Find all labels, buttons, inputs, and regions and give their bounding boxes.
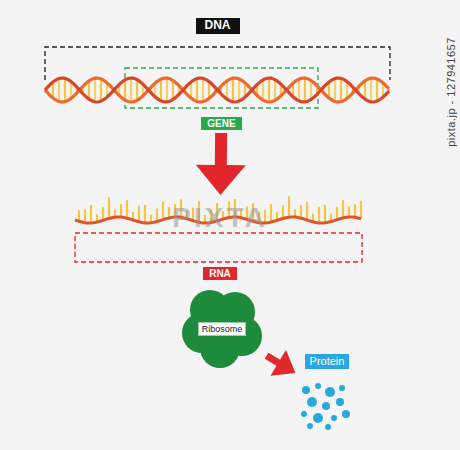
- dna-helix: [45, 78, 389, 102]
- watermark: PIXTA: [172, 202, 267, 234]
- base: [324, 205, 326, 223]
- base: [270, 204, 272, 222]
- base: [84, 210, 86, 223]
- base: [156, 209, 158, 222]
- node-label: DNA: [196, 18, 240, 34]
- process-arrow: [265, 350, 296, 376]
- protein-molecule: [315, 383, 321, 389]
- base-pair: [232, 78, 234, 102]
- base-pair: [262, 80, 264, 100]
- protein-molecule: [325, 424, 331, 430]
- base: [282, 205, 284, 218]
- base-pair: [58, 79, 60, 102]
- base-pair: [370, 78, 372, 102]
- base: [120, 204, 122, 217]
- base-pair: [376, 79, 378, 101]
- base: [318, 207, 320, 223]
- base-pair: [268, 78, 270, 102]
- ribosome: Ribosome: [180, 288, 264, 370]
- base-pair: [94, 78, 96, 102]
- base: [288, 196, 290, 217]
- base: [144, 205, 146, 223]
- base-pair: [304, 78, 306, 102]
- protein-molecule: [313, 413, 323, 423]
- protein-molecule: [339, 385, 345, 391]
- protein-molecule: [331, 415, 337, 421]
- protein: Protein: [298, 354, 356, 430]
- base-pair: [310, 81, 312, 100]
- base: [102, 207, 104, 220]
- ribosome-lobe: [197, 303, 247, 353]
- protein-molecule: [307, 423, 313, 429]
- base: [306, 202, 308, 220]
- dna-strand: [45, 78, 389, 102]
- base-pair: [64, 78, 66, 101]
- base-pair: [166, 78, 168, 102]
- base-pair: [136, 80, 138, 101]
- node-label: Protein: [305, 354, 350, 369]
- base-pair: [340, 78, 342, 101]
- base-pair: [124, 80, 126, 100]
- base-pair: [274, 80, 276, 101]
- base: [336, 207, 338, 220]
- dna-bracket: [45, 47, 390, 80]
- base-pair: [202, 78, 204, 101]
- base: [108, 197, 110, 218]
- protein-molecule: [342, 410, 350, 418]
- node-label: RNA: [203, 267, 237, 281]
- base: [300, 205, 302, 218]
- base: [342, 200, 344, 218]
- base: [354, 204, 356, 217]
- protein-molecule: [302, 386, 310, 394]
- protein-molecule: [301, 411, 307, 417]
- process-arrow: [196, 133, 246, 195]
- base-pair: [364, 81, 366, 99]
- rna-bracket: [75, 233, 362, 262]
- base: [126, 200, 128, 218]
- base: [138, 206, 140, 222]
- base-pair: [334, 79, 336, 102]
- node-label: GENE: [201, 117, 241, 131]
- base-pair: [88, 81, 90, 99]
- base: [90, 205, 92, 223]
- base-pair: [226, 81, 228, 99]
- gene-region: GENE: [125, 68, 318, 130]
- base: [348, 206, 350, 217]
- base-pair: [238, 79, 240, 101]
- base-pair: [130, 78, 132, 102]
- protein-molecule: [322, 402, 330, 410]
- protein-molecule: [336, 398, 344, 406]
- dna-strand: [45, 78, 389, 102]
- protein-molecule: [325, 387, 335, 397]
- base: [162, 202, 164, 220]
- base-pair: [172, 81, 174, 100]
- image-id: pixta.jp - 127941657: [445, 37, 457, 147]
- base-pair: [160, 79, 162, 101]
- base-pair: [100, 79, 102, 101]
- node-label: Ribosome: [198, 322, 247, 336]
- base: [360, 201, 362, 219]
- protein-molecule: [307, 397, 317, 407]
- base-pair: [196, 79, 198, 102]
- dna-region: GENEDNA: [45, 18, 390, 110]
- base-pair: [298, 79, 300, 101]
